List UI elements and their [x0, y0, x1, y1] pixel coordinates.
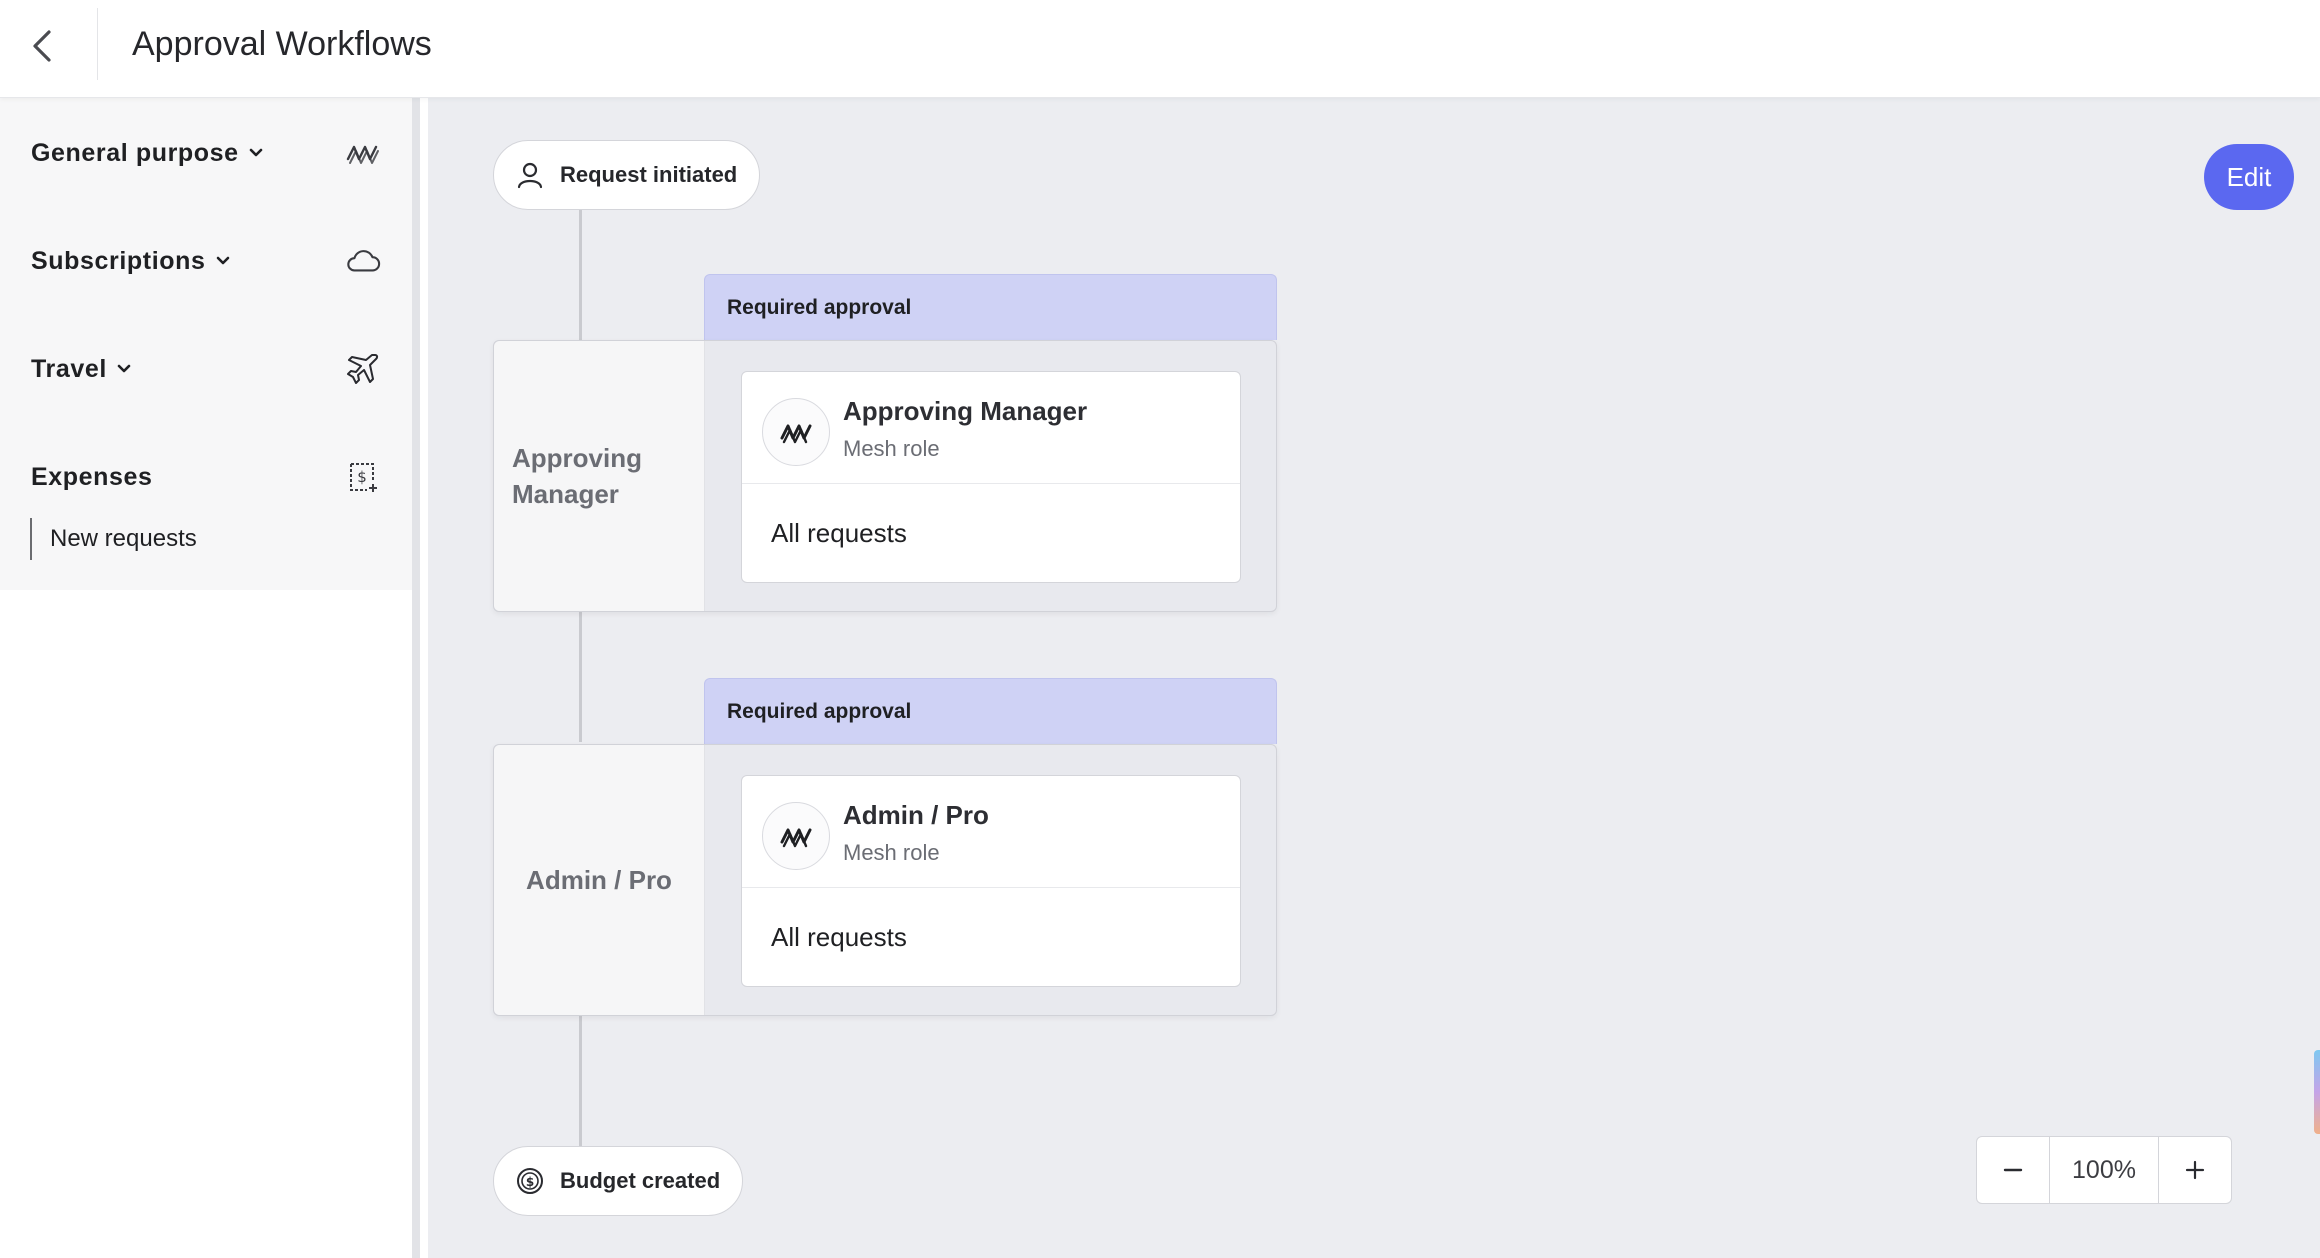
- approval-step-body: Admin / Pro Admin / Pro Mesh role All re…: [493, 744, 1277, 1016]
- end-node-label: Budget created: [560, 1168, 721, 1193]
- role-scope: All requests: [771, 921, 907, 952]
- role-type: Mesh role: [843, 840, 940, 865]
- role-name: Admin / Pro: [843, 800, 989, 830]
- zoom-out-button[interactable]: [1977, 1137, 2049, 1203]
- sidebar-subitem-new-requests[interactable]: New requests: [30, 518, 197, 560]
- sidebar-item-expenses[interactable]: Expenses $: [31, 452, 381, 502]
- approval-step-2: Required approval Admin / Pro Admin / Pr…: [493, 678, 1277, 1016]
- side-panel-handle[interactable]: [2314, 1050, 2320, 1134]
- zoom-control: 100%: [1976, 1136, 2232, 1204]
- approver-role-card[interactable]: Approving Manager Mesh role All requests: [741, 371, 1241, 583]
- svg-text:$: $: [357, 468, 367, 486]
- airplane-icon: [345, 351, 381, 387]
- mesh-role-icon: [762, 802, 830, 870]
- svg-text:$: $: [526, 1175, 534, 1189]
- cloud-icon: [345, 243, 381, 279]
- sidebar: General purpose Subscriptions: [0, 98, 420, 1258]
- approval-step-1: Required approval Approving Manager Appr…: [493, 274, 1277, 612]
- plus-icon: [2185, 1160, 2205, 1180]
- zoom-level: 100%: [2049, 1137, 2159, 1203]
- step-approver-label: Approving Manager: [494, 341, 705, 611]
- end-node-budget-created[interactable]: $ Budget created: [493, 1146, 744, 1216]
- minus-icon: [2003, 1168, 2023, 1172]
- sidebar-item-label: Travel: [31, 354, 107, 383]
- sidebar-item-subscriptions[interactable]: Subscriptions: [31, 236, 381, 286]
- zoom-in-button[interactable]: [2159, 1137, 2231, 1203]
- chevron-down-icon: [116, 363, 132, 375]
- required-approval-tab: Required approval: [704, 274, 1277, 340]
- page-title: Approval Workflows: [132, 25, 432, 63]
- start-node-label: Request initiated: [560, 162, 738, 187]
- user-icon: [514, 159, 546, 191]
- sidebar-item-general-purpose[interactable]: General purpose: [31, 128, 381, 178]
- connector-line: [579, 210, 582, 340]
- chevron-down-icon: [248, 147, 264, 159]
- sidebar-item-label: Expenses: [31, 462, 153, 491]
- sidebar-item-label: General purpose: [31, 138, 239, 167]
- sidebar-item-travel[interactable]: Travel: [31, 344, 381, 394]
- role-card-header: Approving Manager Mesh role: [742, 372, 1240, 484]
- role-name: Approving Manager: [843, 396, 1088, 426]
- chevron-left-icon: [33, 30, 51, 62]
- sidebar-category-list: General purpose Subscriptions: [0, 98, 412, 590]
- edit-button[interactable]: Edit: [2204, 144, 2294, 210]
- sidebar-item-label: Subscriptions: [31, 246, 206, 275]
- top-header: Approval Workflows: [0, 0, 2320, 98]
- connector-line: [579, 612, 582, 742]
- dollar-coin-icon: $: [514, 1165, 546, 1197]
- mesh-wave-icon: [345, 135, 381, 171]
- back-button[interactable]: [18, 22, 66, 70]
- receipt-dollar-icon: $: [345, 459, 381, 495]
- required-approval-tab: Required approval: [704, 678, 1277, 744]
- role-scope: All requests: [771, 517, 907, 548]
- start-node-request-initiated[interactable]: Request initiated: [493, 140, 761, 210]
- workflow-canvas[interactable]: Request initiated Edit Required approval…: [428, 98, 2320, 1258]
- role-card-header: Admin / Pro Mesh role: [742, 776, 1240, 888]
- step-approver-label: Admin / Pro: [494, 745, 705, 1015]
- chevron-down-icon: [215, 255, 231, 267]
- mesh-role-icon: [762, 398, 830, 466]
- approval-step-body: Approving Manager Approving Manager Mesh…: [493, 340, 1277, 612]
- connector-line: [579, 1016, 582, 1146]
- approver-role-card[interactable]: Admin / Pro Mesh role All requests: [741, 775, 1241, 987]
- role-type: Mesh role: [843, 436, 940, 461]
- header-divider: [97, 8, 98, 80]
